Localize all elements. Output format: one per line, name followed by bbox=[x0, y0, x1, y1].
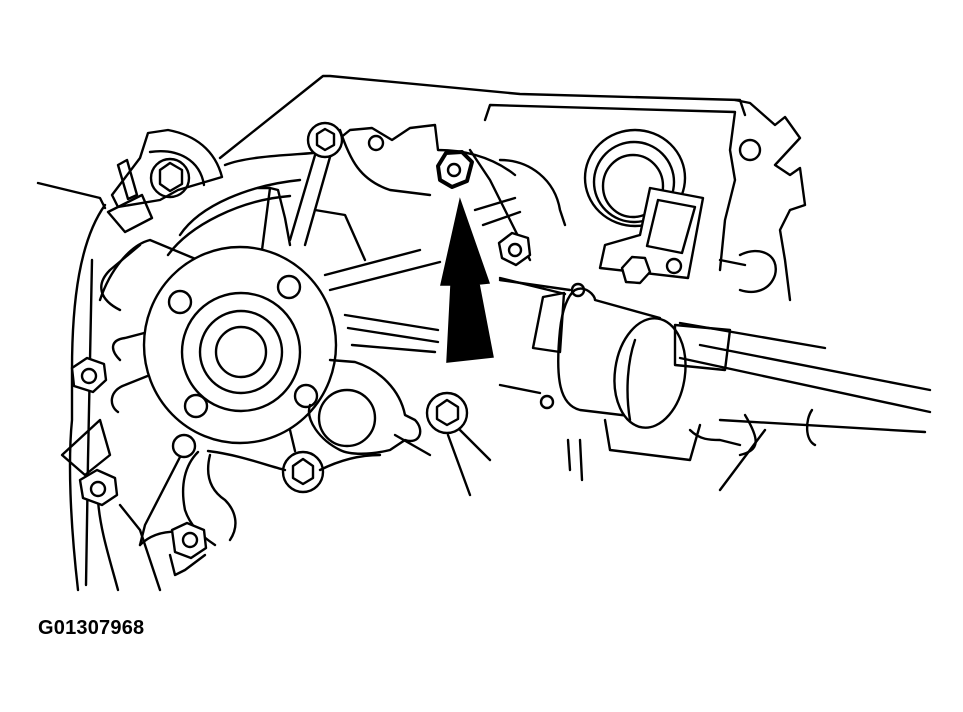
hex-nut-icon bbox=[620, 255, 652, 285]
top-bolt bbox=[306, 121, 432, 197]
starter-motor bbox=[498, 276, 932, 492]
hex-bolt-icon bbox=[315, 127, 336, 152]
callout-arrow bbox=[440, 197, 494, 363]
hex-nut-icon bbox=[436, 150, 474, 189]
bolt-hole bbox=[293, 383, 319, 409]
arrow-up-icon bbox=[440, 197, 494, 363]
bolt-hole bbox=[167, 289, 193, 315]
cylinder-bore bbox=[583, 128, 687, 228]
bolt-hole bbox=[183, 393, 209, 419]
sensor-bracket bbox=[598, 186, 705, 285]
bolt-hole bbox=[276, 274, 302, 300]
upper-left-bracket bbox=[106, 128, 224, 234]
hex-bolt-icon bbox=[291, 457, 315, 486]
housing-outline bbox=[36, 74, 747, 592]
hex-bolt-icon bbox=[78, 468, 119, 507]
hex-bolt-icon bbox=[70, 356, 108, 394]
hex-nut-icon bbox=[158, 161, 184, 193]
lower-left-bracket bbox=[138, 450, 237, 577]
timing-cover bbox=[98, 123, 517, 312]
hex-nut-icon bbox=[497, 231, 532, 267]
hex-nut-icon bbox=[170, 521, 208, 560]
lower-housing bbox=[206, 358, 492, 497]
pump-ribs bbox=[110, 143, 442, 414]
hex-bolt-icon bbox=[435, 398, 460, 427]
figure-id-label: G01307968 bbox=[38, 617, 145, 639]
highlighted-nut bbox=[436, 148, 532, 262]
right-block bbox=[483, 98, 807, 302]
pulley-hub-outer bbox=[142, 245, 338, 445]
water-pump-hub bbox=[142, 245, 338, 445]
right-mount bbox=[718, 249, 777, 294]
left-side-bolts bbox=[60, 356, 197, 592]
